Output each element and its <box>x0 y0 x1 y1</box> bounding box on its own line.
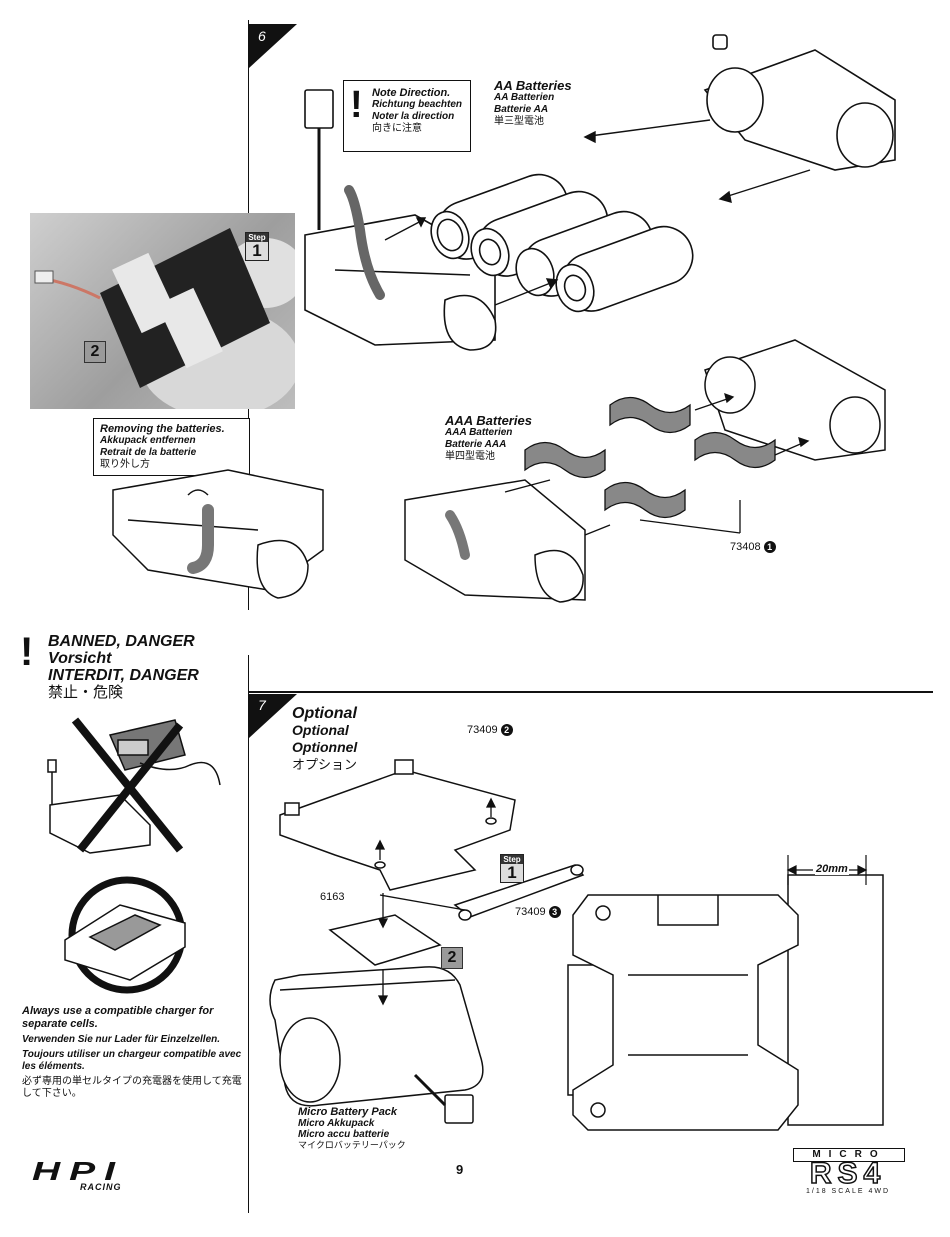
aa-batteries-en: AA Batteries <box>494 78 572 93</box>
aa-batteries-fr: Batterie AA <box>494 104 549 115</box>
note-direction-fr: Noter la direction <box>372 111 455 122</box>
optional-plate-diagram <box>269 759 585 1124</box>
charger-note-en: Always use a compatible charger for sepa… <box>22 1005 214 1030</box>
optional-en: Optional <box>292 705 357 722</box>
photo-step-2-box: 2 <box>84 341 106 363</box>
hpi-racing-logo: HPI RACING <box>32 1156 125 1192</box>
aaa-batteries-jp: 単四型電池 <box>445 451 495 462</box>
optional-fr: Optionnel <box>292 739 358 755</box>
removing-jp: 取り外し方 <box>100 459 150 470</box>
note-direction-en: Note Direction. <box>372 87 451 99</box>
micro-battery-fr: Micro accu batterie <box>298 1129 390 1140</box>
removing-fr: Retrait de la batterie <box>100 447 197 458</box>
removing-battery-diagram <box>112 469 324 599</box>
removing-de: Akkupack entfernen <box>100 435 196 446</box>
step-7-tag <box>249 694 297 738</box>
optional-jp: オプション <box>292 757 358 772</box>
charger-note-de: Verwenden Sie nur Lader für Einzelzellen… <box>22 1034 221 1045</box>
photo-step-1-box: Step 1 <box>245 232 269 261</box>
part-73409-3-label: 73409 3 <box>515 906 561 919</box>
banned-charger-diagram <box>47 717 221 854</box>
part-73408-label: 73408 1 <box>730 541 776 554</box>
note-direction-jp: 向きに注意 <box>372 123 422 134</box>
step-7-number: 7 <box>258 697 266 713</box>
aaa-batteries-en: AAA Batteries <box>445 413 532 428</box>
charger-note-jp: 必ず専用の単セルタイプの充電器を使用して充電して下さい。 <box>22 1076 242 1099</box>
optional-de: Optional <box>292 722 349 738</box>
horizontal-divider <box>248 691 933 693</box>
removing-batteries-callout: Removing the batteries. Akkupack entfern… <box>93 418 250 476</box>
compatible-charger-diagram <box>64 876 186 994</box>
vertical-divider-lower <box>248 655 249 1213</box>
top-view-diagram <box>567 855 884 1131</box>
step7-step-2-box: 2 <box>441 947 463 969</box>
part-6163-label: 6163 <box>320 891 345 903</box>
aa-batteries-de: AA Batterien <box>494 92 555 103</box>
charger-note-fr: Toujours utiliser un chargeur compatible… <box>22 1049 242 1072</box>
step-6-tag <box>249 24 297 68</box>
warning-exclamation-icon: ! <box>350 84 363 126</box>
note-direction-de: Richtung beachten <box>372 99 463 110</box>
dimension-20mm: 20mm <box>815 863 849 875</box>
aa-battery-diagram <box>304 34 896 351</box>
micro-rs4-logo: MICRO RS4 1/18 SCALE 4WD <box>793 1148 905 1198</box>
micro-battery-de: Micro Akkupack <box>298 1118 375 1129</box>
part-73409-2-label: 73409 2 <box>467 724 513 737</box>
danger-jp: 禁止・危険 <box>48 684 124 701</box>
aaa-battery-diagram <box>404 339 886 603</box>
micro-battery-jp: マイクロバッテリーパック <box>298 1140 406 1150</box>
step7-step-1-box: Step 1 <box>500 854 524 883</box>
aaa-batteries-de: AAA Batterien <box>445 427 513 438</box>
danger-exclamation-icon: ! <box>20 630 34 674</box>
step-6-number: 6 <box>258 28 266 44</box>
aa-batteries-jp: 単三型電池 <box>494 116 544 127</box>
danger-fr: INTERDIT, DANGER <box>48 667 199 684</box>
removing-en: Removing the batteries. <box>100 423 225 435</box>
micro-battery-en: Micro Battery Pack <box>298 1106 398 1118</box>
aaa-batteries-fr: Batterie AAA <box>445 439 507 450</box>
danger-de: Vorsicht <box>48 650 112 667</box>
page-number: 9 <box>456 1162 464 1177</box>
note-direction-callout: ! Note Direction. Richtung beachten Note… <box>343 80 471 152</box>
danger-en: BANNED, DANGER <box>48 633 195 650</box>
battery-removal-photo <box>30 213 295 409</box>
